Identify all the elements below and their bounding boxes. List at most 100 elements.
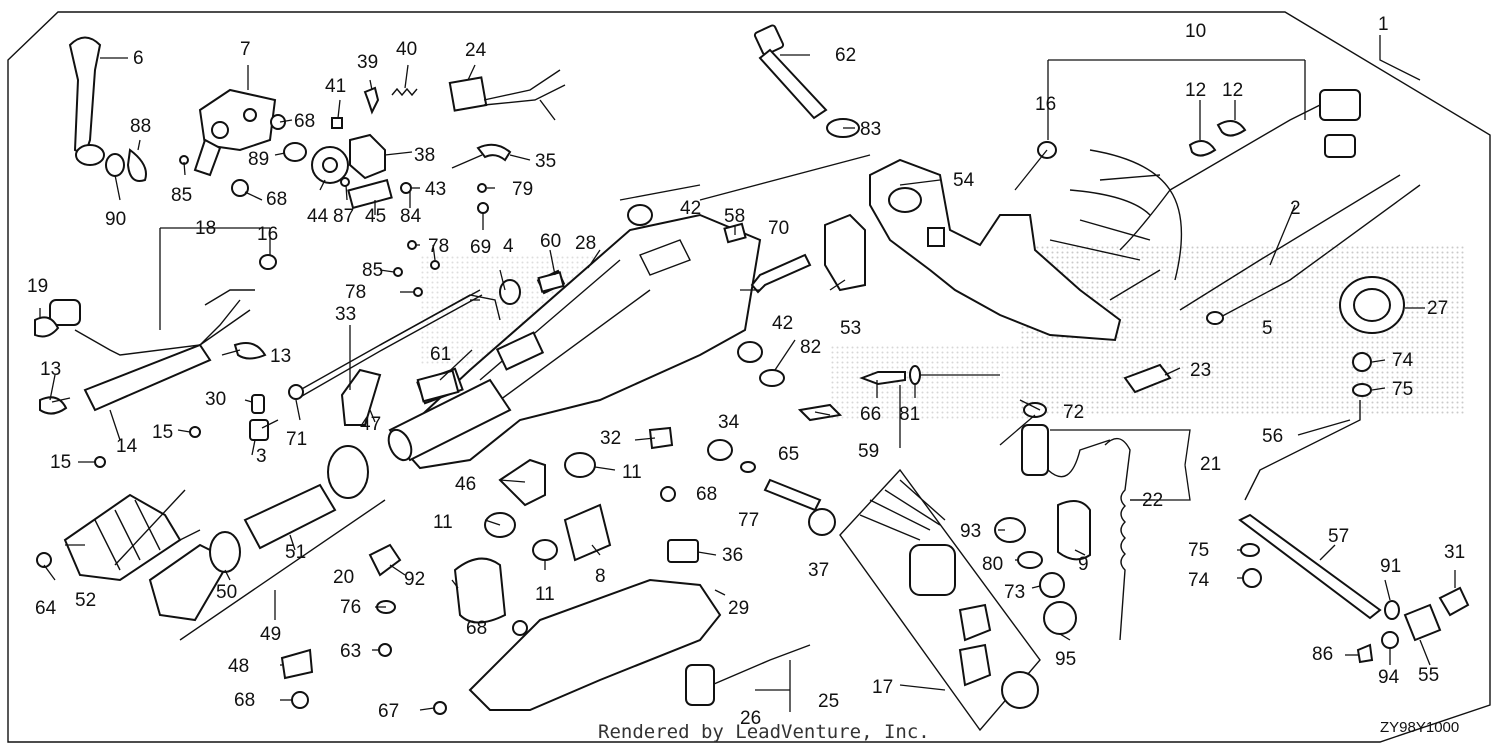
screw-65 <box>763 478 822 512</box>
washer-78a <box>413 287 423 297</box>
bolt-63 <box>378 643 392 657</box>
bracket-arm <box>379 294 501 346</box>
callout-10: 10 <box>1185 21 1206 42</box>
ignition-switch-17 <box>839 468 1041 732</box>
bracket-7 <box>193 88 277 177</box>
callout-2: 2 <box>1290 198 1301 219</box>
washer-78b <box>430 260 440 270</box>
callout-39: 39 <box>357 52 378 73</box>
callout-62: 62 <box>835 45 856 66</box>
footer-credit: Rendered by LeadVenture, Inc. <box>598 721 930 743</box>
grommet-42a <box>627 204 653 226</box>
callout-73: 73 <box>1004 582 1025 603</box>
clip-19 <box>34 316 60 338</box>
callout-63: 63 <box>340 641 361 662</box>
callout-60: 60 <box>540 231 561 252</box>
callout-36: 36 <box>722 545 743 566</box>
callout-37: 37 <box>808 560 829 581</box>
throttle-shaft-51 <box>243 445 369 550</box>
callout-38: 38 <box>414 145 435 166</box>
callout-51: 51 <box>285 542 306 563</box>
nut-74a <box>1352 352 1372 372</box>
callout-46: 46 <box>455 474 476 495</box>
clip-88 <box>126 148 147 182</box>
callout-76: 76 <box>340 597 361 618</box>
callout-labels: 1 2 3 4 5 6 7 8 9 10 11 11 11 12 12 13 1… <box>27 14 1465 729</box>
cap-16b <box>259 254 277 270</box>
callout-71: 71 <box>286 429 307 450</box>
callout-8: 8 <box>595 566 606 587</box>
washer-79 <box>477 183 487 193</box>
callout-41: 41 <box>325 76 346 97</box>
callout-12b: 12 <box>1222 80 1243 101</box>
callout-87: 87 <box>333 206 354 227</box>
clamp-35 <box>476 143 512 162</box>
bracket-46 <box>498 458 546 507</box>
callout-28: 28 <box>575 233 596 254</box>
callout-30: 30 <box>205 389 226 410</box>
callout-40: 40 <box>396 39 417 60</box>
callout-3: 3 <box>256 446 267 467</box>
callout-34: 34 <box>718 412 740 433</box>
bolt-68d <box>512 620 528 636</box>
callout-68d: 68 <box>466 618 487 639</box>
callout-5: 5 <box>1262 318 1273 339</box>
cable-25 <box>699 644 811 691</box>
callout-75b: 75 <box>1188 540 1209 561</box>
callout-26: 26 <box>740 708 761 729</box>
plug-27 <box>1339 276 1405 334</box>
washer-75a <box>1352 383 1372 397</box>
callout-95: 95 <box>1055 649 1076 670</box>
clip-12b <box>1216 120 1247 137</box>
callout-4: 4 <box>503 236 514 257</box>
callout-20: 20 <box>333 567 354 588</box>
cable-end-5 <box>1206 311 1224 325</box>
callout-93: 93 <box>960 521 981 542</box>
callout-48: 48 <box>228 656 249 677</box>
callout-85b: 85 <box>362 260 383 281</box>
washer-84 <box>407 240 417 250</box>
callout-80: 80 <box>982 554 1003 575</box>
clip-11b <box>564 452 596 478</box>
clip-11c <box>532 539 558 561</box>
nut-73 <box>1039 572 1065 598</box>
callout-15b: 15 <box>50 452 71 473</box>
callout-14: 14 <box>116 436 138 457</box>
callout-61: 61 <box>430 344 451 365</box>
callout-78b: 78 <box>428 236 449 257</box>
callout-27: 27 <box>1427 298 1448 319</box>
callout-7: 7 <box>240 39 251 60</box>
callout-53: 53 <box>840 318 861 339</box>
callout-68c: 68 <box>696 484 717 505</box>
callout-42a: 42 <box>680 198 701 219</box>
washer-82 <box>759 369 785 387</box>
grip-6 <box>68 36 105 166</box>
boot-47 <box>340 368 382 426</box>
label-60 <box>537 271 565 293</box>
bushing-34 <box>707 439 733 461</box>
callout-65: 65 <box>778 444 799 465</box>
callout-9: 9 <box>1078 554 1089 575</box>
screw-15b <box>94 456 106 468</box>
screw-43 <box>400 182 412 194</box>
washer-75b <box>1240 543 1260 557</box>
callout-90: 90 <box>105 209 126 230</box>
screw-39 <box>363 86 380 115</box>
leader-lines <box>39 35 1456 712</box>
callout-42b: 42 <box>772 313 793 334</box>
rod-57 <box>1238 513 1382 620</box>
swivel-bracket <box>869 158 1122 342</box>
wire-group-18 <box>49 289 255 356</box>
bushing-9 <box>1057 500 1091 561</box>
callout-85a: 85 <box>171 185 192 206</box>
callout-11b: 11 <box>622 462 642 483</box>
callout-16a: 16 <box>1035 94 1056 115</box>
callout-64: 64 <box>35 598 57 619</box>
callout-77: 77 <box>738 510 759 531</box>
callout-52: 52 <box>75 590 96 611</box>
callout-82: 82 <box>800 337 821 358</box>
callout-50: 50 <box>216 582 237 603</box>
callout-92: 92 <box>404 569 425 590</box>
callout-55: 55 <box>1418 665 1439 686</box>
